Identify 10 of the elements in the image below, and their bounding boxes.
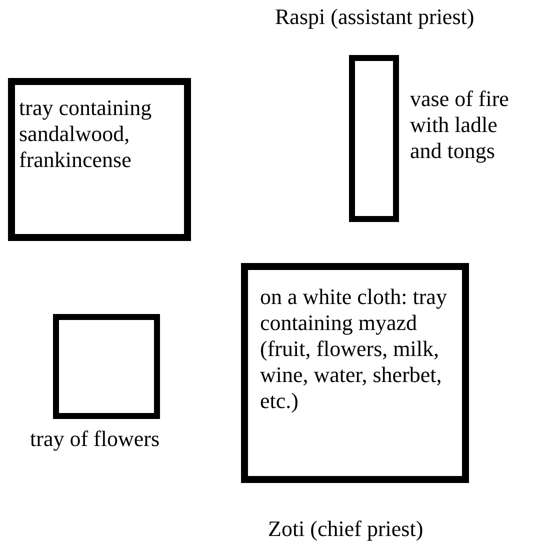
empty-box bbox=[53, 314, 160, 419]
empty-box bbox=[349, 55, 399, 222]
box-text: on a white cloth: tray containing myazd (fruit, flowers, milk, wine, water, sherbet, etc.) bbox=[260, 284, 448, 414]
item-caption: vase of fire with ladle and tongs bbox=[410, 86, 510, 164]
tray-box bbox=[241, 263, 469, 483]
tray-box bbox=[8, 78, 191, 241]
position-label: Zoti (chief priest) bbox=[268, 516, 424, 542]
item-caption: tray of flowers bbox=[30, 426, 161, 452]
box-text: tray containing sandalwood, frankincense bbox=[19, 95, 153, 173]
position-label: Raspi (assistant priest) bbox=[275, 4, 476, 30]
